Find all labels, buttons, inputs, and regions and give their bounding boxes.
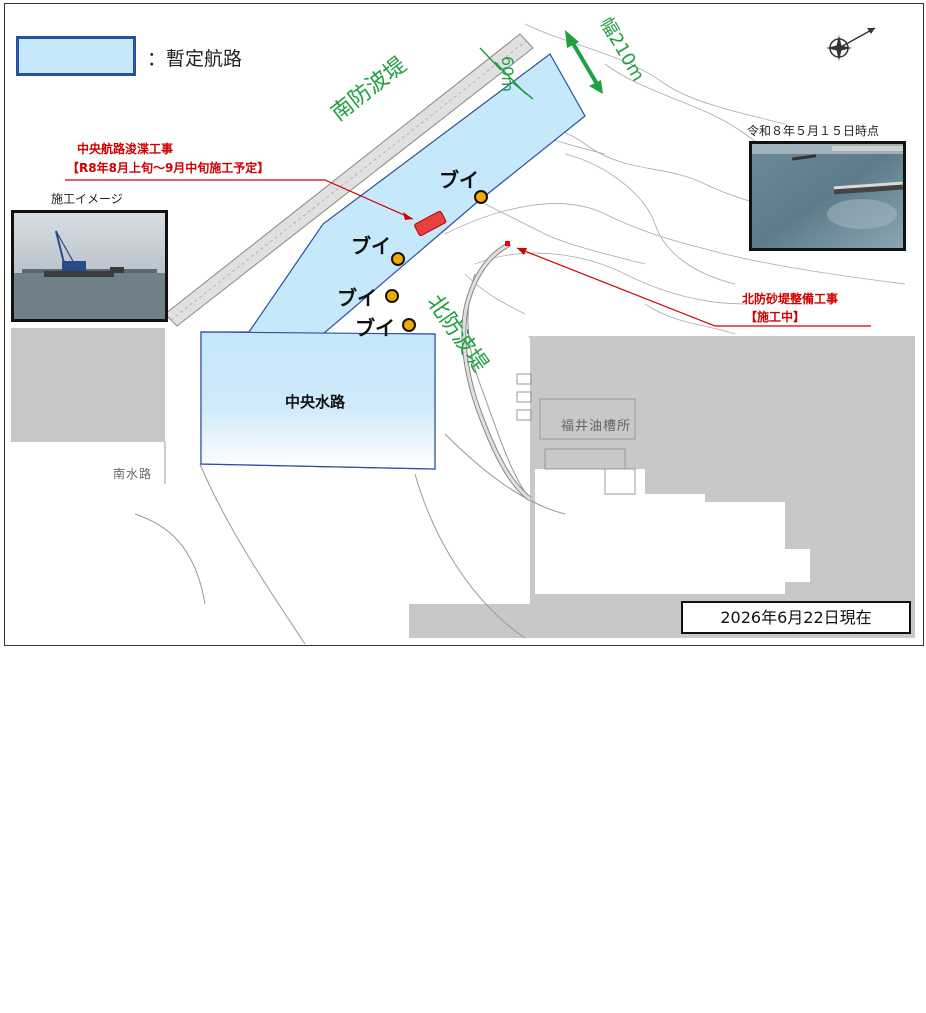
site-status-photo bbox=[749, 141, 906, 251]
north-sand-marker bbox=[505, 241, 510, 246]
dredging-period: 【R8年8月上旬～9月中旬施工予定】 bbox=[67, 161, 270, 175]
buoy-label-3: ブイ bbox=[337, 286, 377, 310]
legend-swatch bbox=[16, 36, 136, 76]
dredging-site-marker bbox=[414, 210, 447, 237]
north-sand-status: 【施工中】 bbox=[745, 310, 806, 324]
port-map bbox=[11, 23, 915, 645]
central-waterway-label: 中央水路 bbox=[285, 393, 346, 411]
buoy-marker-2 bbox=[391, 252, 405, 266]
width-210m-arrow bbox=[565, 30, 603, 94]
oil-terminal-buildings bbox=[516, 373, 636, 495]
buoy-label-2: ブイ bbox=[351, 234, 391, 258]
width-60m-label: 60m bbox=[498, 56, 517, 92]
south-breakwater bbox=[164, 33, 534, 327]
date-stamp: 2026年6月22日現在 bbox=[681, 601, 911, 634]
south-waterway-label: 南水路 bbox=[113, 467, 153, 481]
land-right-white bbox=[535, 469, 810, 594]
construction-image-photo bbox=[11, 210, 168, 322]
buoy-label-1: ブイ bbox=[439, 168, 479, 192]
buoy-label-4: ブイ bbox=[355, 316, 395, 340]
fukui-oil-label: 福井油槽所 bbox=[561, 419, 632, 434]
buoy-marker-1 bbox=[474, 190, 488, 204]
map-frame: ：暫定航路 南防波堤 北防波堤 60m 幅210m ブイ ブイ ブイ ブイ 中央… bbox=[4, 3, 924, 646]
north-sand-title: 北防砂堤整備工事 bbox=[742, 292, 839, 306]
photo-right-caption: 令和８年５月１５日時点 bbox=[747, 124, 880, 138]
legend-label: ：暫定航路 bbox=[147, 48, 243, 70]
dredging-arrow bbox=[65, 179, 414, 220]
compass-rose-icon bbox=[826, 27, 876, 61]
central-waterway-fade bbox=[200, 331, 436, 470]
width-6m-arrow bbox=[479, 47, 534, 100]
buoy-marker-3 bbox=[385, 289, 399, 303]
dredging-title: 中央航路浚渫工事 bbox=[77, 142, 174, 156]
buoy-marker-4 bbox=[402, 318, 416, 332]
photo-left-caption: 施工イメージ bbox=[51, 192, 123, 206]
land-left bbox=[11, 328, 165, 442]
north-sand-arrow bbox=[516, 247, 871, 327]
road-lines bbox=[134, 273, 566, 645]
